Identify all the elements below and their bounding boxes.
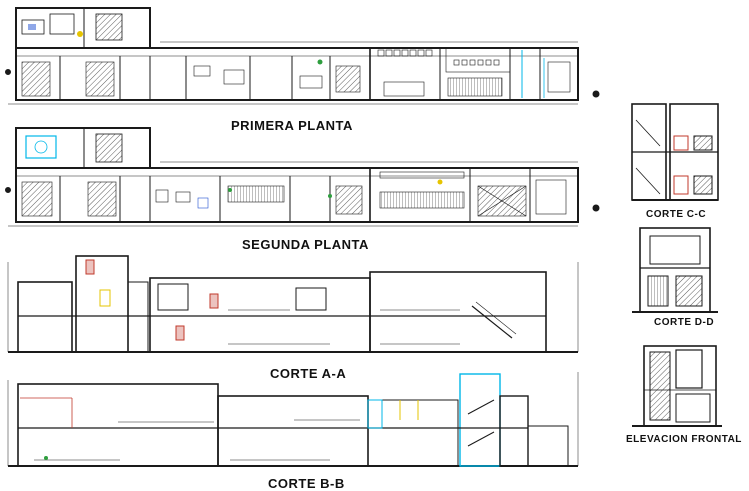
corte-cc-title: CORTE C-C [646,209,707,220]
segunda-planta-title: SEGUNDA PLANTA [242,237,369,252]
corte-dd-section [632,227,718,313]
corte-aa-title: CORTE A-A [270,366,347,381]
segunda-planta-plan [8,127,579,227]
primera-planta-title: PRIMERA PLANTA [231,118,353,133]
section-markers [5,69,600,212]
corte-aa-section [7,255,579,353]
corte-dd-title: CORTE D-D [654,317,715,328]
corte-bb-section [7,372,579,467]
elevacion-frontal-drawing [632,345,722,427]
elevacion-frontal-title: ELEVACION FRONTAL [626,434,742,445]
primera-planta-plan [8,7,579,105]
corte-bb-title: CORTE B-B [268,476,345,491]
corte-cc-section [631,103,719,201]
